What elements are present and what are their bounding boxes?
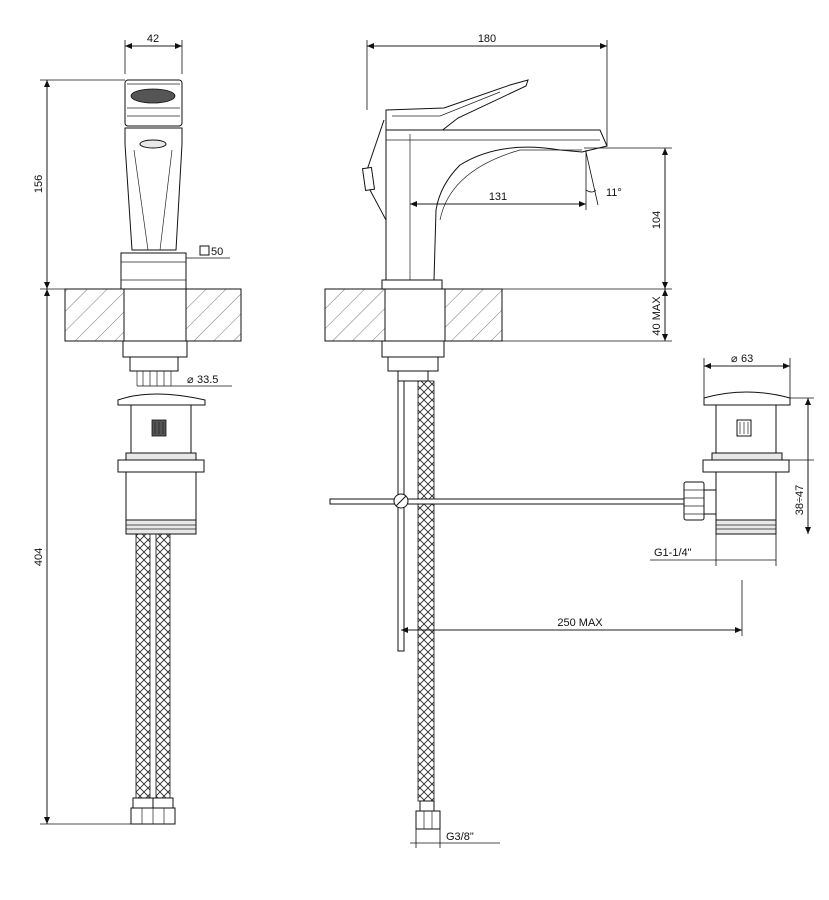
- dim-waste-thread: G1-1/4": [654, 547, 692, 559]
- dim-pipe-diameter: 33.5: [197, 374, 218, 386]
- front-hose-left: [135, 533, 151, 799]
- dim-hose-thread: G3/8": [446, 831, 474, 843]
- side-popup-rod: [397, 380, 405, 652]
- front-waste-cap: [117, 393, 206, 406]
- side-hose: [417, 380, 435, 802]
- waste-cap: [703, 391, 791, 406]
- dim-side-width: 180: [478, 33, 496, 45]
- dim-waste-diameter: 63: [741, 353, 753, 365]
- front-view: 42 156 404 50 ⌀ 33.5: [33, 33, 242, 825]
- dim-spout-height: 104: [651, 211, 663, 229]
- side-body: [385, 129, 608, 281]
- diameter-symbol-waste: ⌀: [731, 353, 738, 365]
- diameter-symbol: ⌀: [187, 374, 194, 386]
- side-lever: [385, 79, 529, 133]
- dim-waste-range: 38÷47: [794, 485, 806, 516]
- dim-spout-reach: 131: [489, 191, 507, 203]
- dim-total-height: 404: [33, 548, 45, 566]
- horizontal-rod: [329, 498, 691, 505]
- waste-detail: ⌀ 63 38÷47 G1-1/4": [650, 353, 814, 566]
- front-nut-threads: [136, 371, 172, 386]
- front-body: [124, 127, 183, 251]
- front-hose-right: [155, 533, 171, 799]
- front-base: [120, 252, 187, 290]
- square-symbol: [199, 245, 210, 256]
- dim-spout-angle: 11°: [606, 187, 622, 199]
- dim-rod-length: 250 MAX: [557, 617, 603, 629]
- dim-deck-thickness: 40 MAX: [651, 296, 663, 336]
- side-view: 180 131 11° 104 40 MAX 250 MAX G3/8": [324, 33, 743, 848]
- dim-front-height: 156: [33, 175, 45, 193]
- dim-front-width: 42: [147, 33, 159, 45]
- dim-square-base: 50: [211, 246, 223, 258]
